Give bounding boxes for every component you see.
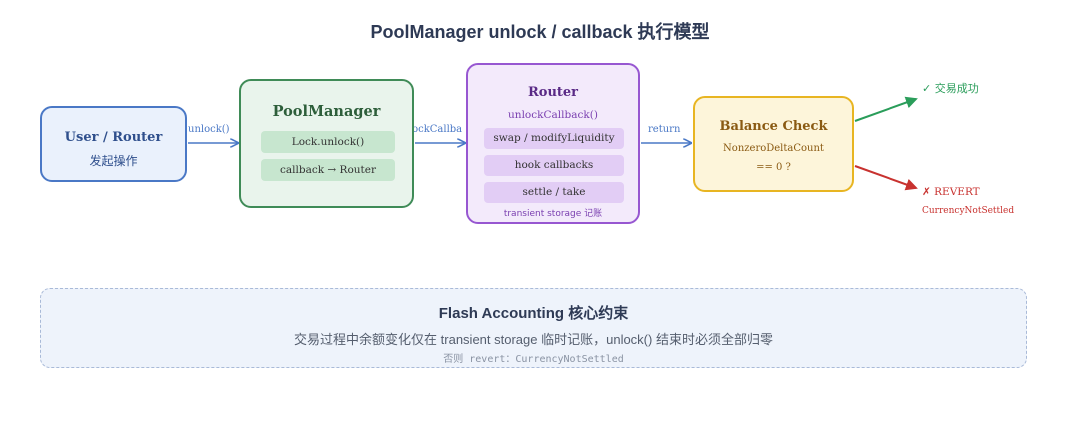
flash-accounting-panel: Flash Accounting 核心约束 交易过程中余额变化仅在 transi… — [40, 288, 1027, 368]
label-return: return — [648, 124, 681, 135]
pool-box-title: PoolManager — [272, 103, 381, 120]
pool-manager-box: PoolManager Lock.unlock() callback → Rou… — [239, 79, 414, 208]
label-unlock: unlock() — [188, 124, 230, 135]
router-box-title: Router — [527, 85, 579, 100]
user-router-box: User / Router 发起操作 — [40, 106, 187, 182]
pool-step-callback: callback → Router — [261, 159, 395, 181]
panel-title: Flash Accounting 核心约束 — [438, 305, 629, 322]
balance-box-title: Balance Check — [719, 119, 828, 134]
panel-description: 交易过程中余额变化仅在 transient storage 临时记账，unloc… — [294, 332, 773, 347]
arrow-success — [854, 96, 918, 122]
router-step-settle: settle / take — [484, 182, 624, 203]
router-box-note: transient storage 记账 — [503, 209, 603, 219]
outcome-fail: ✗ REVERT — [922, 186, 980, 198]
router-box: Router unlockCallback() swap / modifyLiq… — [466, 63, 640, 224]
user-box-subtitle: 发起操作 — [89, 154, 138, 168]
pool-step-lock-unlock: Lock.unlock() — [261, 131, 395, 153]
router-step-swap: swap / modifyLiquidity — [484, 128, 624, 149]
balance-check-box: Balance Check NonzeroDeltaCount == 0 ? — [693, 96, 854, 192]
panel-note: 否则 revert：CurrencyNotSettled — [443, 354, 624, 365]
user-box-title: User / Router — [64, 130, 163, 145]
router-box-subtitle: unlockCallback() — [508, 109, 598, 121]
label-unlock-callback: unlockCallba — [396, 124, 463, 135]
balance-box-line1: NonzeroDeltaCount — [723, 143, 824, 154]
balance-box-line2: == 0 ? — [756, 162, 791, 173]
diagram-title: PoolManager unlock / callback 执行模型 — [370, 22, 710, 42]
arrow-fail — [854, 165, 918, 191]
outcome-success: ✓ 交易成功 — [922, 82, 979, 95]
outcome-fail-reason: CurrencyNotSettled — [922, 206, 1015, 216]
router-step-hooks: hook callbacks — [484, 155, 624, 176]
